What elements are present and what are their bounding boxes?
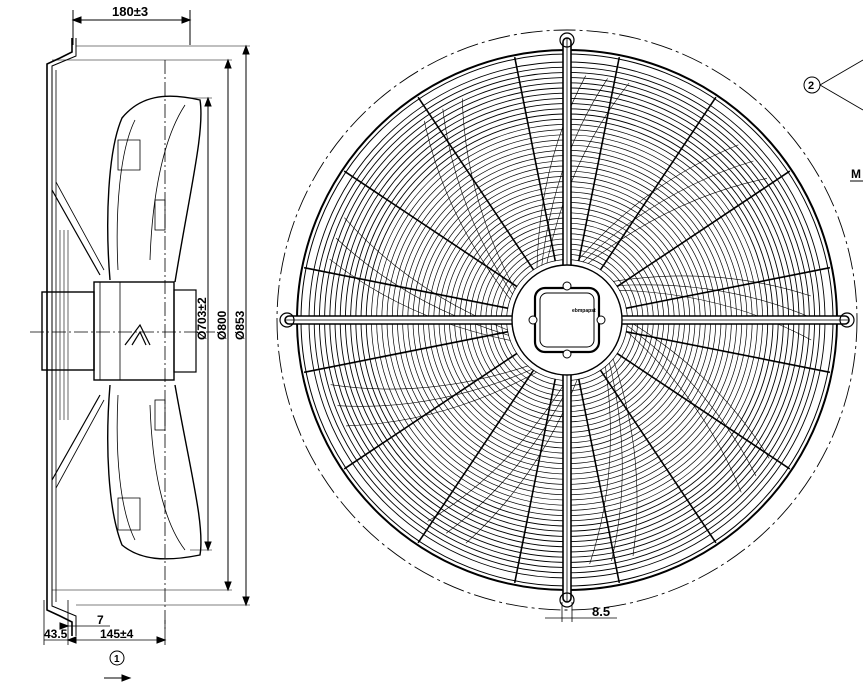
guard-spoke	[343, 352, 518, 470]
hub-bolt	[562, 349, 572, 359]
guard-spoke	[513, 56, 557, 262]
blade-edge	[577, 144, 739, 262]
guard-spoke	[417, 96, 535, 271]
top-mount-hole	[559, 32, 575, 48]
blade-edge	[582, 160, 754, 263]
blade-edge	[442, 108, 513, 295]
blade-edge	[626, 319, 770, 459]
guard-spoke	[303, 330, 509, 374]
blade-edge	[609, 362, 623, 561]
dim-flange: 43.5	[44, 627, 68, 641]
guard-spoke	[616, 352, 791, 470]
airflow-marker-number: 1	[114, 654, 120, 665]
blade-edge	[329, 258, 511, 341]
blade-edge	[337, 368, 533, 407]
blade-edge	[424, 120, 511, 300]
dim-bottom-8-5: 8.5	[592, 604, 610, 619]
guard-spoke	[599, 96, 717, 271]
blade-edge	[335, 237, 510, 336]
detail-marker-number: 2	[808, 80, 814, 92]
hub-bolt	[562, 281, 572, 291]
guard-spoke	[343, 170, 518, 288]
motor-box-inner	[539, 292, 595, 348]
blade-edge	[626, 325, 757, 477]
blade-edge	[625, 330, 742, 493]
blade-edge	[546, 82, 630, 264]
blade-edge	[587, 178, 767, 264]
guard-spoke	[577, 56, 621, 262]
dim-outer-diameter: Ø853	[233, 310, 247, 340]
blade-edge	[536, 75, 586, 269]
blade-edge	[427, 379, 567, 522]
detail-callout	[803, 59, 863, 182]
dim-top-180: 180±3	[112, 4, 148, 19]
blade-edge	[619, 290, 812, 341]
guard-spoke	[303, 266, 509, 310]
guard-spoke	[513, 378, 557, 584]
blade-edge	[462, 98, 516, 290]
guard-spoke	[417, 369, 535, 544]
bottom-mount-hole	[559, 592, 575, 608]
right-mount-hole	[839, 312, 855, 328]
hub-bolt	[596, 315, 606, 325]
motor-box	[533, 286, 601, 354]
blade-edge	[612, 275, 811, 297]
dim-inner-diameter: Ø703±2	[195, 297, 209, 340]
dim-depth: 145±4	[100, 627, 134, 641]
left-mount-hole	[279, 312, 295, 328]
blade-edge	[330, 365, 529, 390]
dim-small-7: 7	[97, 613, 104, 627]
blade-edge	[446, 379, 573, 534]
motor-label: ebmpapst	[572, 308, 596, 314]
guard-spoke	[625, 266, 831, 310]
guard-spoke	[625, 330, 831, 374]
side-view	[30, 10, 250, 682]
guard-spoke	[616, 170, 791, 288]
blade-edge	[346, 371, 538, 427]
front-view	[276, 29, 858, 622]
outer-diameter-circle	[276, 29, 858, 611]
cut-letter: M	[851, 167, 861, 181]
blade-edge	[612, 358, 638, 556]
blade-edge	[589, 366, 611, 564]
dim-mid-diameter: Ø800	[215, 310, 229, 340]
hub-bolt	[528, 315, 538, 325]
guard-spoke	[577, 378, 621, 584]
guard-spoke	[599, 369, 717, 544]
